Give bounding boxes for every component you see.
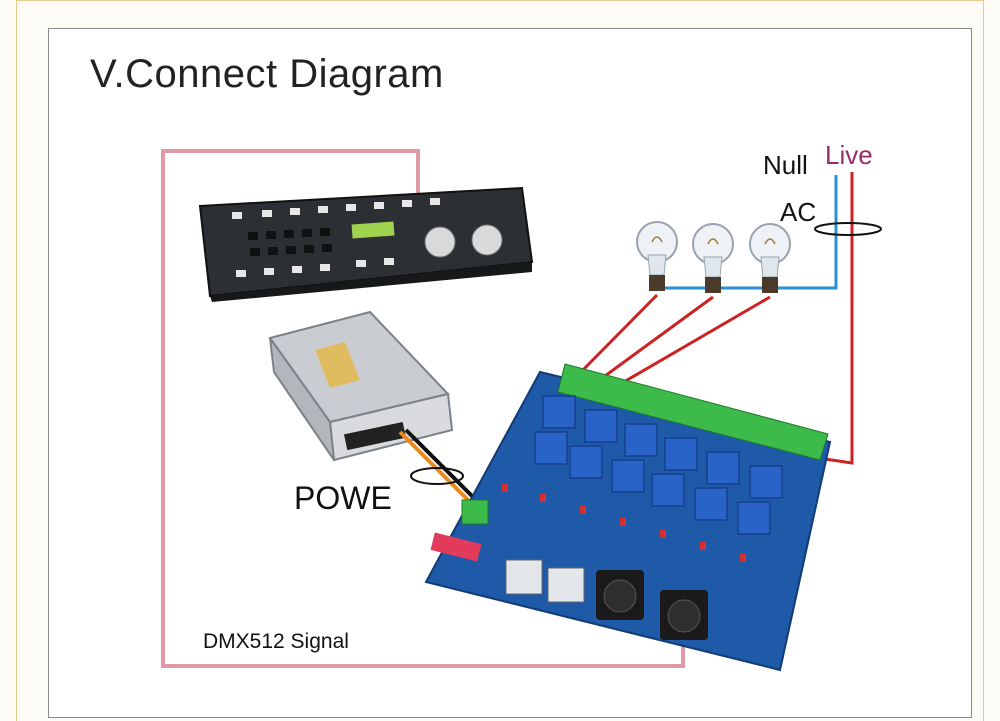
dmx-console xyxy=(198,186,534,302)
relay xyxy=(534,431,568,465)
relay xyxy=(706,451,740,485)
dmx-relay-board xyxy=(424,363,832,672)
power-terminal xyxy=(461,499,489,525)
rj45-port xyxy=(505,559,543,595)
relay xyxy=(651,473,685,507)
dmx-signal-label: DMX512 Signal xyxy=(203,630,349,653)
diagram-panel xyxy=(48,28,972,718)
relay xyxy=(542,395,576,429)
relay xyxy=(694,487,728,521)
relay xyxy=(737,501,771,535)
xlr-connector xyxy=(660,590,708,640)
relay xyxy=(569,445,603,479)
xlr-connector xyxy=(596,570,644,620)
live-label: Live xyxy=(825,140,873,170)
dip-switch xyxy=(430,532,482,562)
relay xyxy=(624,423,658,457)
light-bulb-2 xyxy=(692,223,734,293)
light-bulb-3 xyxy=(749,223,791,293)
light-bulb-1 xyxy=(636,221,678,291)
rj45-port xyxy=(547,567,585,603)
relay xyxy=(664,437,698,471)
null-label: Null xyxy=(763,150,808,180)
relay xyxy=(749,465,783,499)
dmx-signal-wire xyxy=(161,149,685,668)
power-label: POWE xyxy=(294,480,392,516)
ac-label: AC xyxy=(780,197,817,227)
lamp2-wire xyxy=(593,295,714,386)
lamp3-wire xyxy=(609,295,771,392)
relay xyxy=(611,459,645,493)
outer-frame xyxy=(16,0,984,721)
power-supply xyxy=(268,310,454,462)
lamp1-wire xyxy=(573,293,659,380)
diagram-title: V.Connect Diagram xyxy=(90,52,444,96)
relay xyxy=(584,409,618,443)
ac-ring xyxy=(814,222,882,236)
terminal-strip xyxy=(557,363,829,461)
power-cable-ring xyxy=(410,467,464,485)
null-wire xyxy=(653,175,838,290)
live-wire xyxy=(817,172,854,465)
